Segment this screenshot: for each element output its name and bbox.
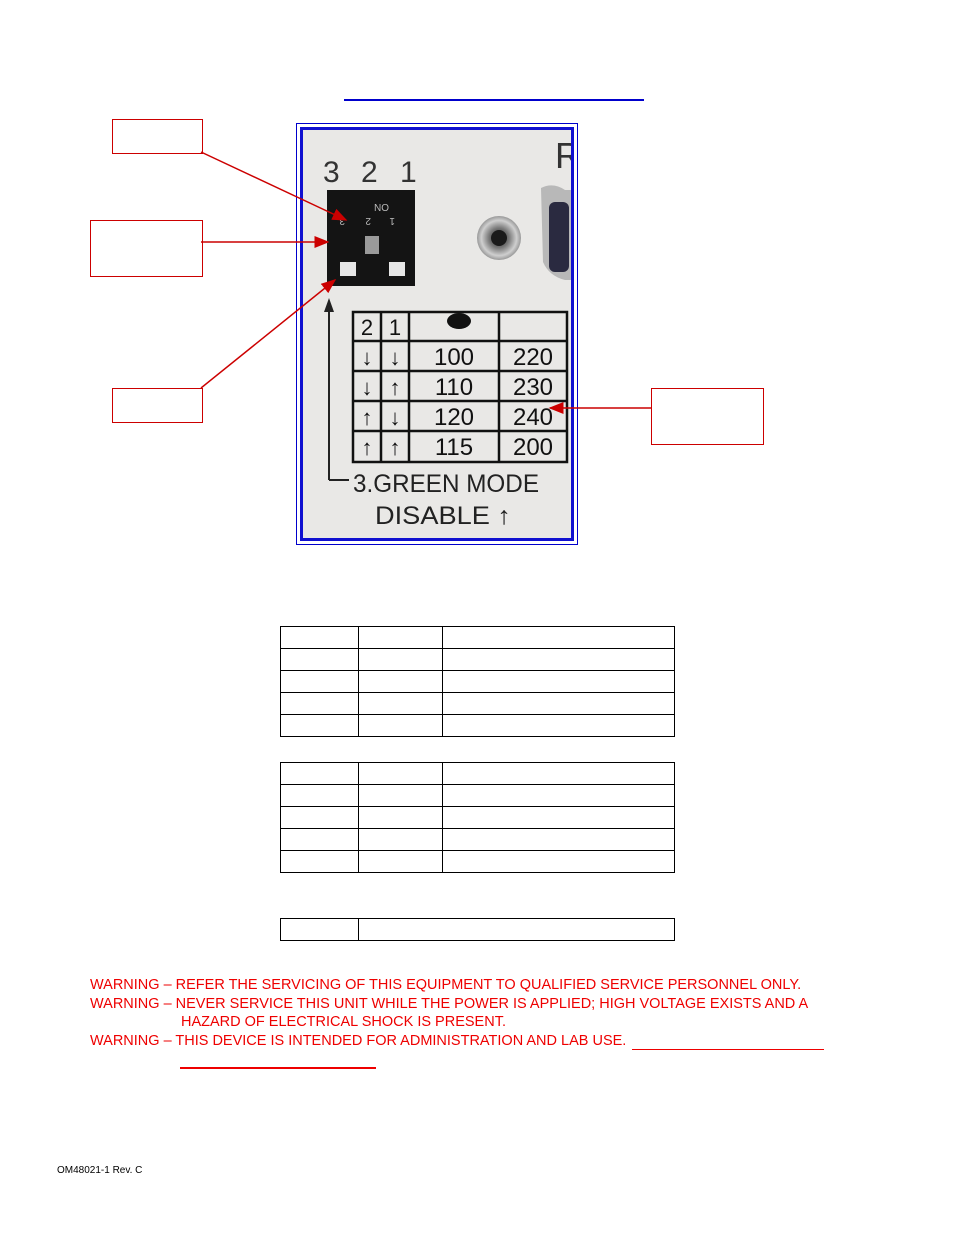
dip-slider-1 <box>389 262 405 276</box>
svg-text:2: 2 <box>365 215 371 226</box>
table-value-cell: 120 <box>434 404 474 431</box>
table-cell <box>358 918 675 941</box>
table-cell <box>280 828 359 851</box>
title-underline <box>344 99 644 101</box>
green-mode-line2: DISABLE ↑ <box>375 502 511 530</box>
table-cell <box>358 714 443 737</box>
arrow-switch-1 <box>200 279 337 389</box>
table-cell <box>358 784 443 807</box>
callout-box-voltage <box>651 388 764 445</box>
table-value-cell: ↑ <box>390 375 401 400</box>
settings-table-1 <box>280 626 675 737</box>
warning-servicing: WARNING – REFER THE SERVICING OF THIS EQ… <box>90 977 802 993</box>
table-cell <box>358 762 443 785</box>
table-cell <box>358 626 443 649</box>
table-cell <box>358 670 443 693</box>
table-cell <box>442 692 675 715</box>
svg-text:1: 1 <box>389 215 395 226</box>
table-header-cell: 2 <box>361 315 373 340</box>
switch-panel-photo: 3 2 1 R ON 3 2 1 <box>296 123 578 545</box>
callout-box-switch-3 <box>112 119 203 154</box>
table-cell <box>280 714 359 737</box>
switch-number-1: 1 <box>400 156 417 189</box>
table-blot <box>447 313 471 329</box>
arrow-switch-3 <box>200 151 348 221</box>
table-cell <box>442 850 675 873</box>
photo-frame: 3 2 1 R ON 3 2 1 <box>300 127 574 541</box>
callout-box-switch-1 <box>112 388 203 423</box>
table-value-cell: 115 <box>435 434 473 461</box>
table-value-cell: ↑ <box>362 405 373 430</box>
table-cell <box>280 784 359 807</box>
table-value-cell: 200 <box>513 434 553 461</box>
table-value-cell: ↓ <box>362 375 373 400</box>
dip-slider-2 <box>365 236 379 254</box>
table-value-cell: 110 <box>435 374 473 401</box>
table-cell <box>280 918 359 941</box>
dip-slider-3 <box>340 262 356 276</box>
table-cell <box>442 714 675 737</box>
table-value-cell: 240 <box>513 404 553 431</box>
warning-usage-row: WARNING – THIS DEVICE IS INTENDED FOR AD… <box>90 1032 890 1050</box>
table-cell <box>358 648 443 671</box>
document-number: OM48021-1 Rev. C <box>57 1165 143 1176</box>
table-cell <box>280 850 359 873</box>
dip-switch-on-label: ON <box>374 201 389 212</box>
table-cell <box>358 692 443 715</box>
table-cell <box>280 626 359 649</box>
settings-table-3 <box>280 918 675 941</box>
switch-number-2: 2 <box>361 156 378 189</box>
green-mode-line1: 3.GREEN MODE <box>353 470 539 498</box>
callout-arrows <box>200 151 651 414</box>
table-cell <box>442 670 675 693</box>
switch-panel-illustration: 3 2 1 R ON 3 2 1 <box>303 130 573 538</box>
table-value-cell: 230 <box>513 374 553 401</box>
table-cell <box>280 806 359 829</box>
blank-underline <box>632 1035 825 1050</box>
switch-number-3: 3 <box>323 156 340 189</box>
table-cell <box>358 828 443 851</box>
settings-table-2 <box>280 762 675 873</box>
table-cell <box>442 648 675 671</box>
voltage-table <box>351 310 569 464</box>
table-cell <box>280 762 359 785</box>
table-value-cell: ↓ <box>390 345 401 370</box>
table-value-cell: ↑ <box>362 435 373 460</box>
blank-underline-second <box>180 1067 376 1069</box>
edge-letter: R <box>555 135 573 176</box>
table-value-cell: ↓ <box>362 345 373 370</box>
table-value-cell: ↑ <box>390 435 401 460</box>
table-value-cell: 220 <box>513 344 553 371</box>
table-cell <box>280 692 359 715</box>
table-cell <box>442 806 675 829</box>
warning-power-continued: HAZARD OF ELECTRICAL SHOCK IS PRESENT. <box>181 1014 506 1030</box>
table-cell <box>442 784 675 807</box>
table-cell <box>280 648 359 671</box>
warnings-block: WARNING – REFER THE SERVICING OF THIS EQ… <box>90 976 890 1050</box>
table-cell <box>442 828 675 851</box>
callout-box-switch-2 <box>90 220 203 277</box>
table-cell <box>358 806 443 829</box>
table-cell <box>442 626 675 649</box>
table-cell <box>280 670 359 693</box>
table-header-cell: 1 <box>389 315 401 340</box>
warning-usage: WARNING – THIS DEVICE IS INTENDED FOR AD… <box>90 1032 627 1049</box>
table-value-cell: ↓ <box>390 405 401 430</box>
table-cell <box>442 762 675 785</box>
table-value-cell: 100 <box>434 344 474 371</box>
table-cell <box>358 850 443 873</box>
warning-power: WARNING – NEVER SERVICE THIS UNIT WHILE … <box>90 995 809 1012</box>
